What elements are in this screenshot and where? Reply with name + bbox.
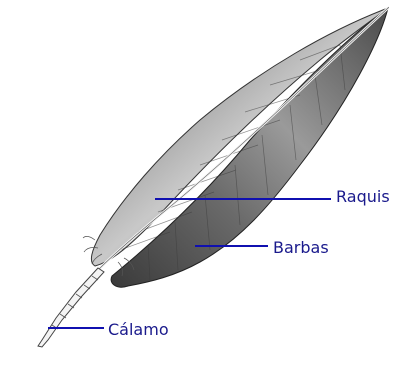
feather-calamus	[38, 268, 104, 347]
label-raquis: Raquis	[336, 188, 390, 206]
label-barbas: Barbas	[273, 239, 329, 257]
label-calamo: Cálamo	[108, 321, 169, 339]
